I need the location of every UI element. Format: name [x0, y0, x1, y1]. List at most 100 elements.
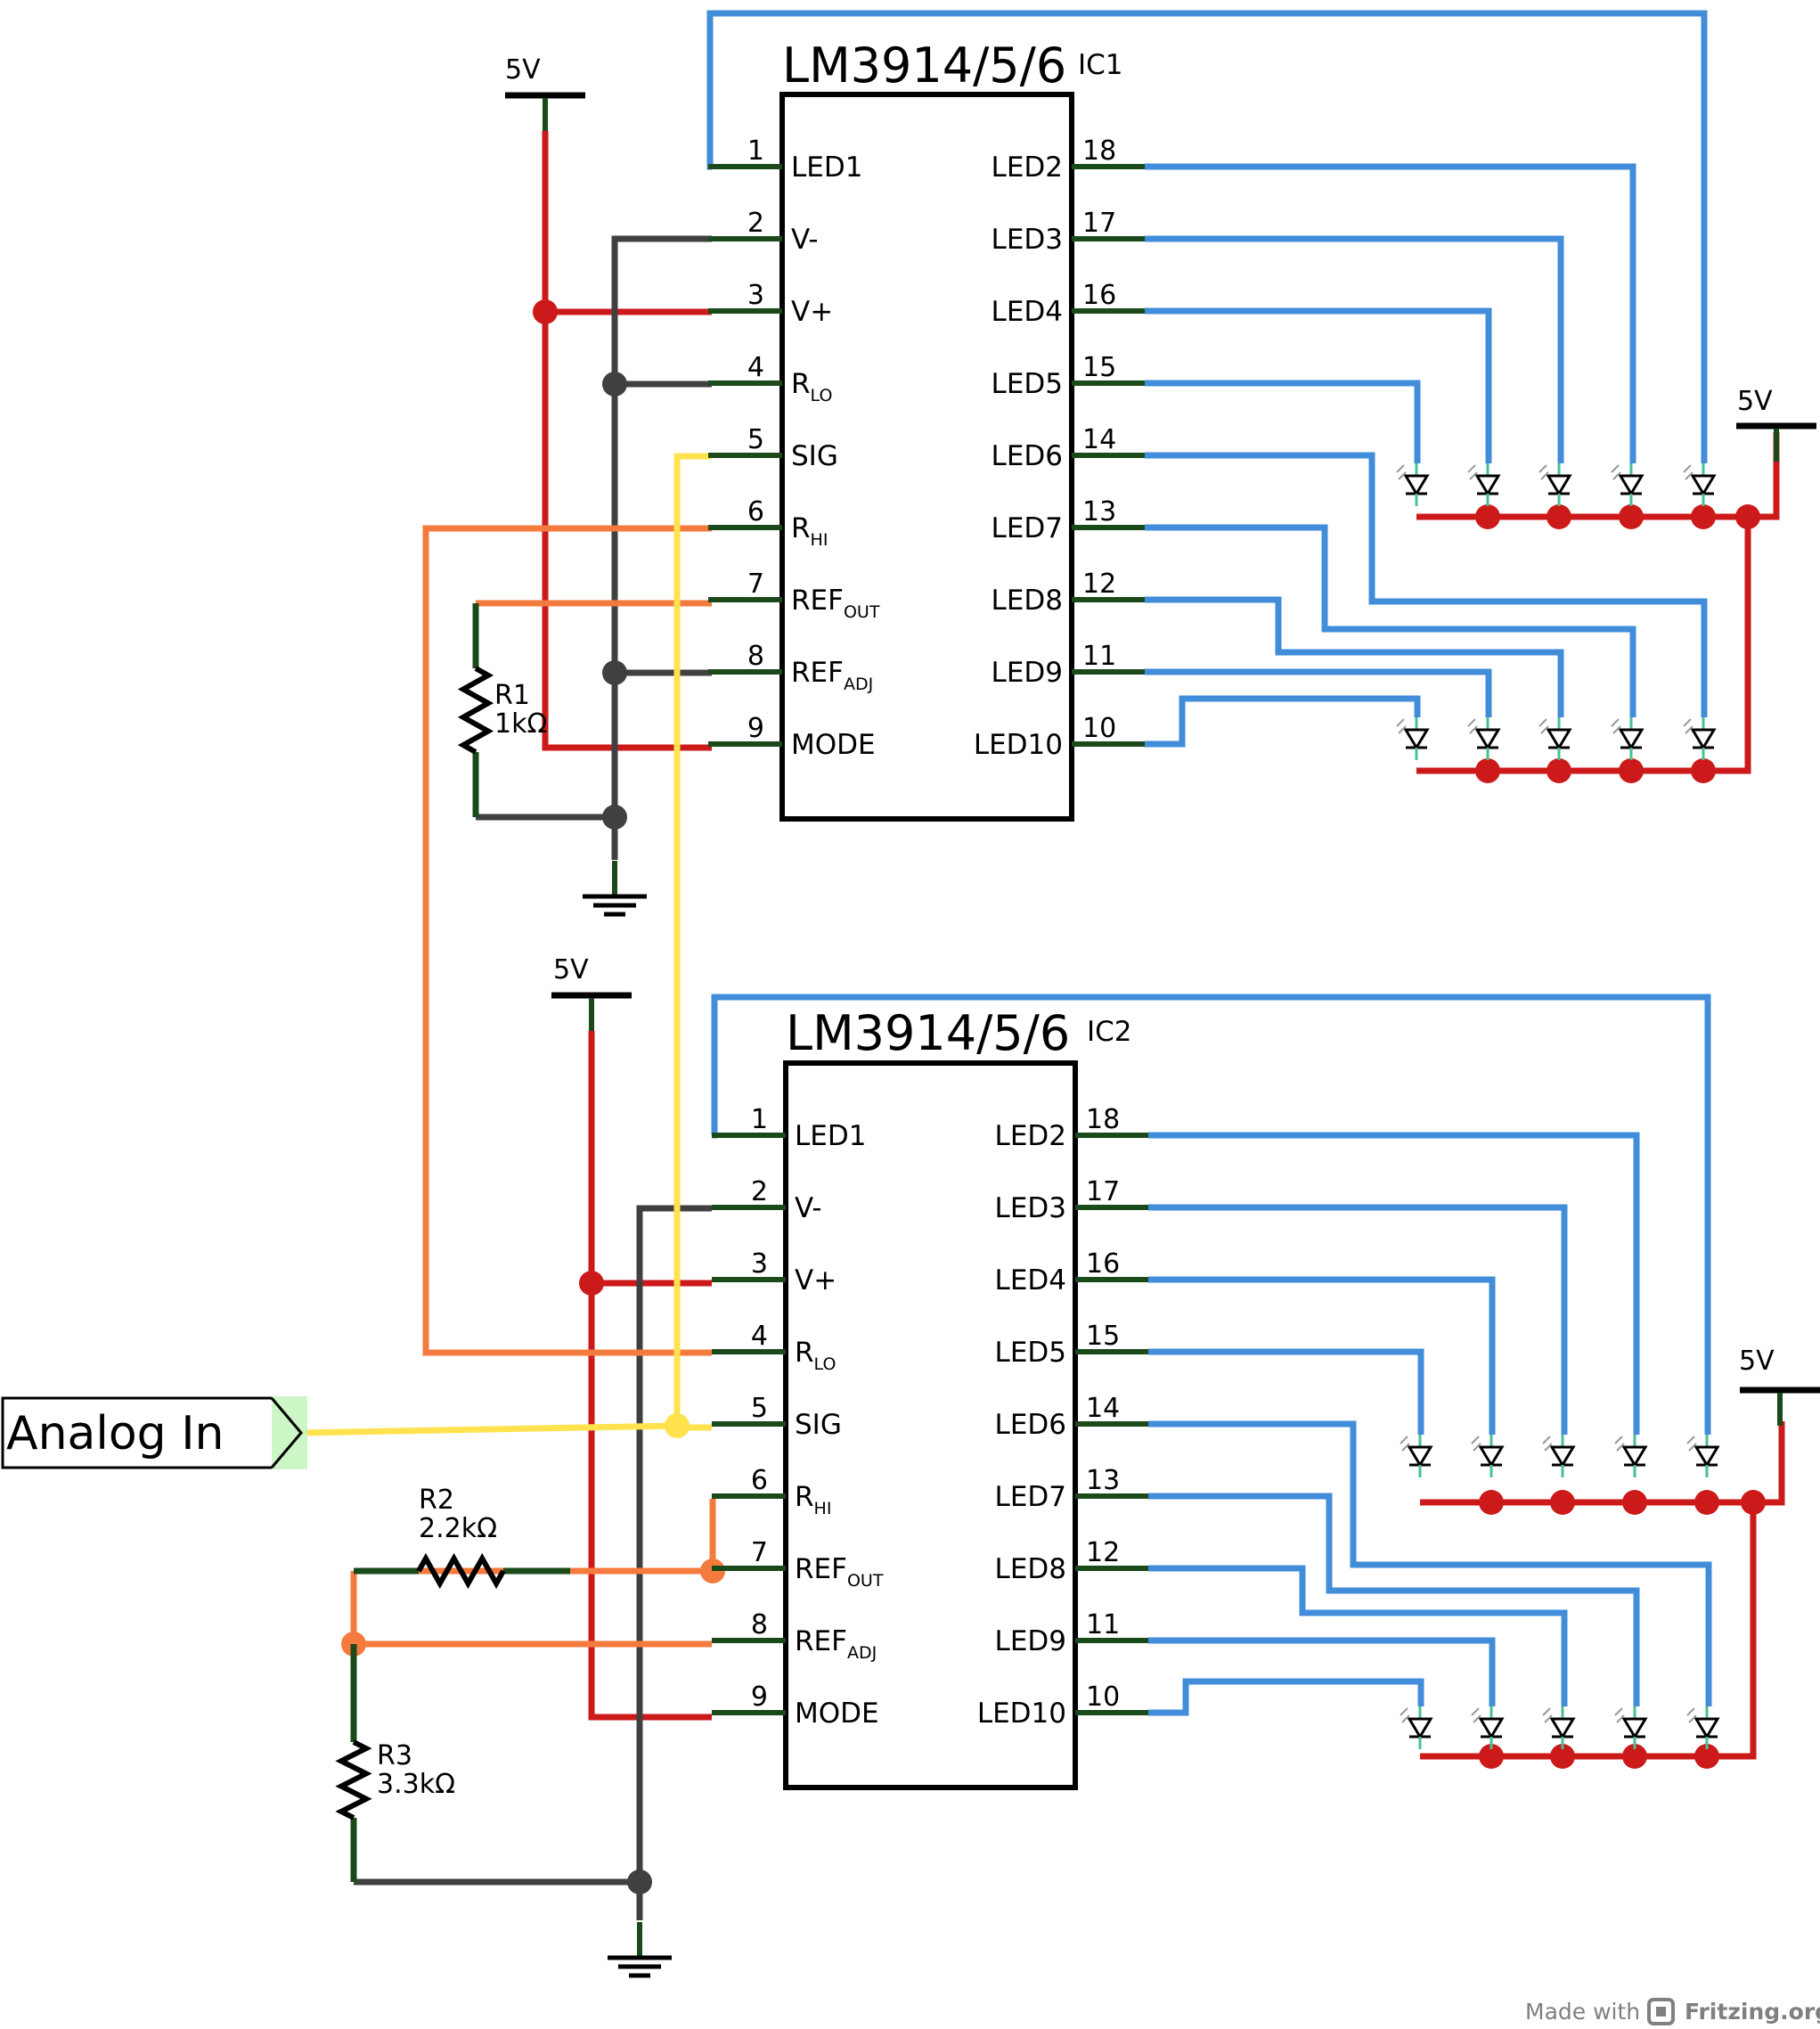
ic1-led-top-3-triangle: [1546, 474, 1572, 496]
ic2-pin-9-number: 9: [751, 1681, 768, 1713]
ic2-pin-10-number: 10: [1086, 1681, 1120, 1713]
ic1-pin-1-label: LED1: [791, 151, 862, 184]
ic2-led-bottom-1-ray2: [1401, 1714, 1410, 1723]
ic1-led2-wire: [1145, 163, 1636, 463]
ic2-led-bottom-2-triangle: [1478, 1717, 1505, 1739]
ic2-led-bus-top-dot-1: [1479, 1490, 1504, 1515]
vcc-leds1-label: 5V: [1737, 386, 1773, 417]
ic1-pin-16-label: LED4: [992, 296, 1063, 328]
ic1-led5-wire: [1145, 380, 1421, 463]
ic2-pin-3-label: V+: [795, 1264, 837, 1297]
ic1-led-top-1-ray1: [1396, 464, 1405, 473]
ic2-pin-7-number: 7: [751, 1537, 768, 1568]
ic1-led-top-4-ray2: [1612, 471, 1621, 480]
ic1-pin-9-number: 9: [747, 713, 764, 744]
ic2-pin-6-subscript: HI: [814, 1499, 832, 1518]
ic1-led-bus-top-dot-3: [1619, 504, 1644, 529]
ic1-pin-17-label: LED3: [992, 224, 1063, 256]
r3-ref: R3: [377, 1740, 412, 1771]
ic2-pin-3-number: 3: [751, 1248, 768, 1280]
ic1-pin-9-label: MODE: [791, 729, 876, 761]
ic1-led-top-2-ray1: [1467, 464, 1476, 473]
ic1-led-bottom-4-ray1: [1611, 718, 1620, 727]
ic1-pin-8-subscript: ADJ: [844, 675, 873, 694]
ic2-led-top-4-ray2: [1616, 1443, 1625, 1452]
r2-value: 2.2kΩ: [419, 1513, 497, 1544]
ic1-led-bus-top-dot-1: [1475, 504, 1500, 529]
labels: LM3914/5/6 IC1 LM3914/5/6 IC2 5V 5V 5V 5…: [6, 37, 1820, 2025]
r3-zigzag: [335, 1739, 372, 1820]
ic2-led-bottom-4-triangle: [1621, 1717, 1648, 1739]
ic2-gnd-junction: [627, 1869, 652, 1894]
ic1-pin-13-label: LED7: [992, 512, 1063, 544]
r2-zigzag: [416, 1552, 506, 1590]
ic2-pin-5-label: SIG: [795, 1409, 842, 1441]
ic2-led-top-3-ray1: [1542, 1436, 1551, 1444]
ic2-pin-17-number: 17: [1086, 1176, 1120, 1207]
ic1-led-top-4-triangle: [1618, 474, 1645, 496]
ic1-pin-11-label: LED9: [992, 657, 1063, 689]
ic1-led-bottom-2-triangle: [1474, 728, 1501, 750]
ic2-pin-10-label: LED10: [977, 1698, 1066, 1730]
ic2-led-bus-top-dot-5: [1741, 1490, 1766, 1515]
ic2-led-top-5-ray2: [1688, 1443, 1697, 1452]
ic1-led-bottom-2-ray1: [1467, 718, 1476, 727]
ic1-led-top-3-ray1: [1538, 464, 1547, 473]
ic2-pin-16-label: LED4: [995, 1264, 1066, 1297]
ic1-led-bottom-4-triangle: [1618, 728, 1645, 750]
ic2-led-top-2-triangle: [1478, 1445, 1505, 1468]
ic1-pin-3-number: 3: [747, 280, 764, 311]
ic2-led-bottom-2-ray2: [1473, 1714, 1481, 1723]
ic2-refout-rhi-wire: [354, 1495, 716, 1575]
ic2-pin-1-label: LED1: [795, 1120, 866, 1152]
vcc-ic2-label: 5V: [553, 954, 589, 986]
ic1-pin-18-label: LED2: [992, 151, 1063, 184]
ic1-led-bus-top: [1416, 432, 1780, 520]
ic1-led7-wire: [1145, 524, 1636, 717]
ic2-led-bottom-3-ray1: [1542, 1707, 1551, 1716]
ic2-body: [783, 1060, 1078, 1790]
ic1-led-bottom-1-ray2: [1398, 725, 1407, 734]
vcc-leds2-label: 5V: [1739, 1346, 1775, 1377]
ic1-led-bottom-3-ray1: [1538, 718, 1547, 727]
ic1-led-top-1-triangle: [1403, 474, 1430, 496]
ic2-led-bus-bottom-dot-4: [1694, 1744, 1719, 1769]
ic2-led-bottom-5-ray2: [1688, 1714, 1697, 1723]
ic2-pin-12-label: LED8: [995, 1553, 1066, 1585]
ic1-pin-14-number: 14: [1082, 424, 1116, 455]
ic2-gnd-wire: [636, 1205, 712, 1920]
ic2-pin-11-label: LED9: [995, 1625, 1066, 1657]
ic1-ref: IC1: [1078, 49, 1123, 81]
ic2-pin-11-number: 11: [1086, 1609, 1120, 1640]
ic2-pin-1-number: 1: [751, 1104, 768, 1135]
ic2-led6-wire: [1148, 1420, 1712, 1706]
ic2-led-top-2-ray2: [1473, 1443, 1481, 1452]
ic1-pin-11-number: 11: [1082, 641, 1116, 672]
ic2-pin-14-number: 14: [1086, 1393, 1120, 1424]
ic2-led-top-4-triangle: [1621, 1445, 1648, 1468]
ic1-pin-12-number: 12: [1082, 569, 1116, 600]
ic2-ref: IC2: [1087, 1016, 1132, 1048]
ic1-led-bottom-4-ray2: [1612, 725, 1621, 734]
ic1-pin-8-number: 8: [747, 641, 764, 672]
ic1-pin-1-number: 1: [747, 135, 764, 167]
ic2-led-bus-bottom-dot-2: [1550, 1744, 1575, 1769]
ic1-pin-15-number: 15: [1082, 352, 1116, 383]
ic2-pin-15-number: 15: [1086, 1321, 1120, 1352]
ic2-led3-wire: [1148, 1204, 1568, 1435]
ic2-led-bottom-3-ray2: [1544, 1714, 1553, 1723]
ic2-pin-6-number: 6: [751, 1465, 768, 1496]
ic2-led9-wire: [1148, 1637, 1496, 1706]
analog-in-wire: [300, 1422, 678, 1436]
signal-junction: [665, 1413, 690, 1438]
ic1-vcc-junction: [533, 299, 558, 324]
ic2-led-bus-top: [1420, 1421, 1785, 1506]
ic1-pin-6-subscript: HI: [811, 530, 828, 550]
r1-ref: R1: [494, 680, 530, 711]
fritzing-brand: Fritzing.org: [1685, 1999, 1820, 2025]
ic2-led-bus-top-dot-3: [1622, 1490, 1647, 1515]
ic1-led4-wire: [1145, 307, 1492, 463]
ic2-pin-5-number: 5: [751, 1393, 768, 1424]
ic2-led-bus-bottom-dot-1: [1479, 1744, 1504, 1769]
